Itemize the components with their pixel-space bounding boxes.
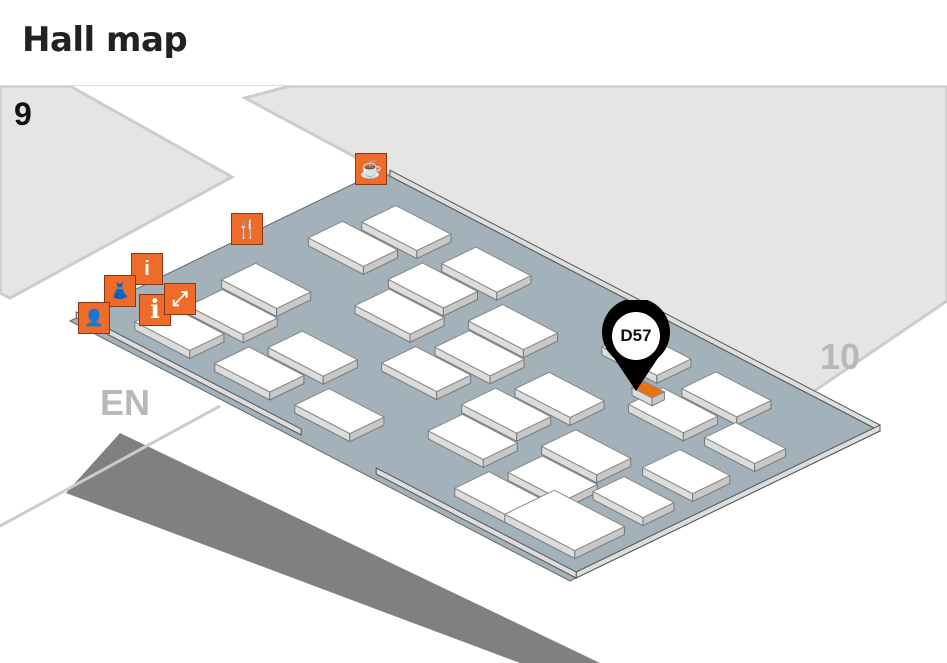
booth-label: D57 (620, 326, 652, 345)
booth[interactable] (513, 371, 606, 418)
neighbor-hall-9-area (0, 86, 236, 300)
man-icon[interactable]: 👤 (78, 302, 110, 334)
booth[interactable] (307, 220, 399, 267)
road (66, 433, 600, 663)
booth[interactable] (507, 455, 599, 502)
booth[interactable] (433, 330, 526, 377)
booth[interactable] (353, 288, 446, 335)
booth[interactable] (220, 262, 312, 309)
booth[interactable] (680, 371, 773, 418)
booth[interactable] (503, 489, 626, 552)
booth[interactable] (460, 387, 552, 434)
coffee-cup-icon[interactable]: ☕ (355, 153, 387, 185)
booth[interactable] (187, 288, 279, 336)
booth[interactable] (267, 330, 359, 377)
booth[interactable] (591, 476, 676, 519)
booth[interactable] (213, 346, 306, 393)
booth[interactable] (540, 429, 632, 476)
hall-number-10[interactable]: 10 (820, 336, 861, 377)
toilet-icon[interactable]: i (131, 253, 163, 285)
booth[interactable] (641, 449, 731, 495)
woman-icon[interactable]: 👗 (104, 275, 136, 307)
hall-outline (0, 404, 221, 528)
hall-map-canvas[interactable] (0, 86, 947, 663)
booth[interactable] (387, 262, 479, 309)
booth[interactable] (360, 204, 453, 252)
hall-number-9: 9 (14, 96, 32, 132)
booth[interactable] (703, 422, 787, 465)
booth[interactable] (427, 413, 519, 460)
page-title: Hall map (22, 20, 188, 60)
location-pin-icon[interactable] (600, 300, 672, 392)
fork-knife-icon[interactable]: 🍴 (231, 213, 263, 245)
booth[interactable] (440, 246, 533, 293)
wall (375, 467, 577, 579)
wall (75, 311, 302, 436)
hall-map[interactable]: 9 10 EN (0, 85, 947, 663)
booth[interactable] (293, 387, 386, 435)
escalator-icon[interactable]: ⤢ (164, 283, 196, 315)
booth[interactable] (467, 303, 559, 351)
booth[interactable] (380, 345, 472, 393)
entrance-label: EN (100, 382, 151, 423)
